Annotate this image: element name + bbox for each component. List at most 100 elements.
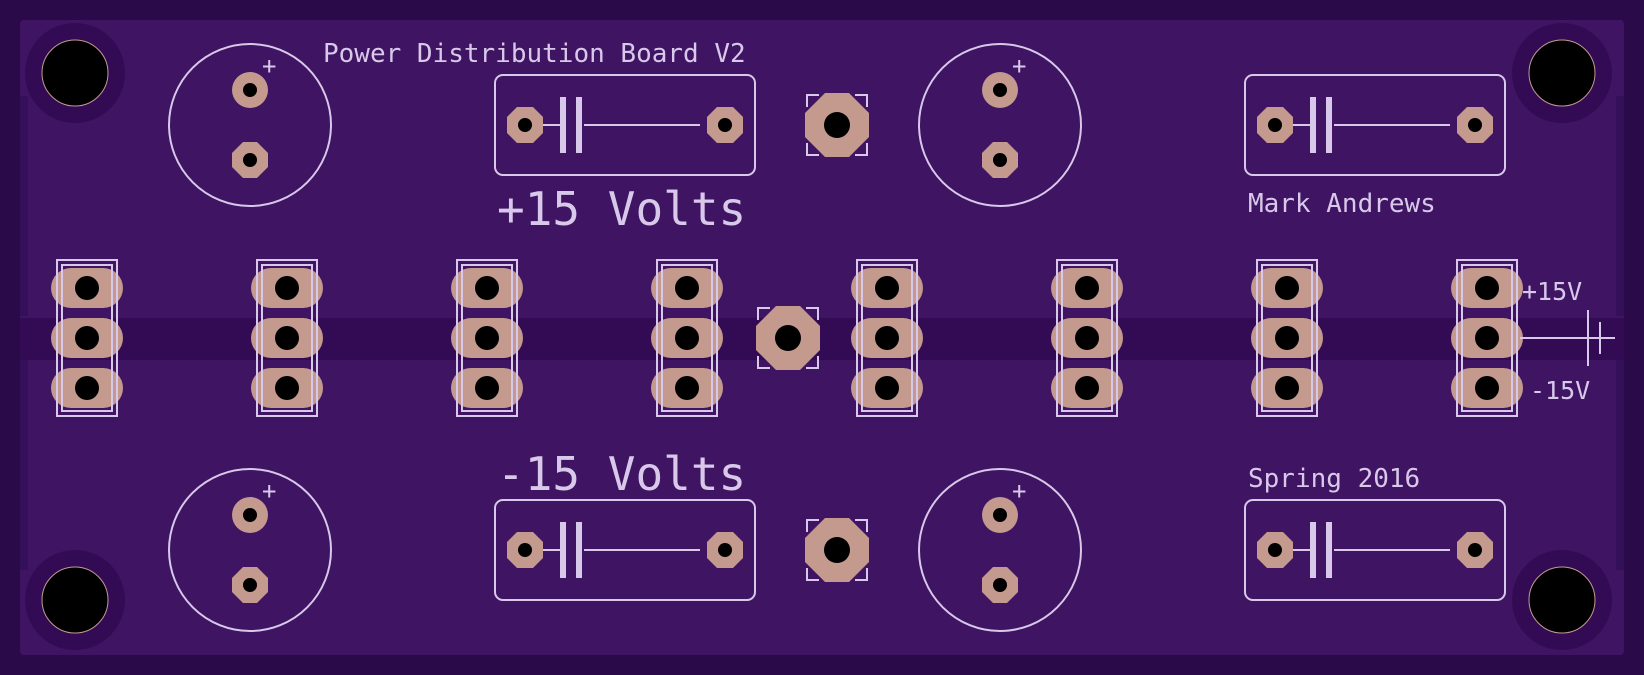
- drill-hole: [1475, 326, 1499, 350]
- plane-split-right-bottom: [1616, 360, 1624, 570]
- drill-hole: [475, 276, 499, 300]
- electrolytic-capacitor-top-left: +: [168, 43, 332, 207]
- polarity-mark: +: [1012, 477, 1026, 505]
- test-point-corner: [855, 94, 868, 107]
- drill-hole: [775, 325, 801, 351]
- drill-hole: [475, 326, 499, 350]
- drill-hole: [993, 508, 1007, 522]
- test-point-corner: [757, 307, 770, 320]
- drill-hole: [993, 578, 1007, 592]
- plane-split-left-top: [20, 96, 28, 316]
- header-3pin: [1251, 259, 1323, 417]
- header-3pin: [51, 259, 123, 417]
- header-outline: [1056, 259, 1118, 417]
- capacitor-outline: [168, 43, 332, 207]
- capacitor-plate: [576, 97, 582, 153]
- header-outline: [1456, 259, 1518, 417]
- drill-hole: [1475, 276, 1499, 300]
- header-3pin: [651, 259, 723, 417]
- minus-rail-label: -15 Volts: [497, 447, 746, 501]
- polarity-mark: +: [1012, 52, 1026, 80]
- test-point-corner: [855, 519, 868, 532]
- test-point-corner: [806, 94, 819, 107]
- film-capacitor-top-right: [1244, 74, 1506, 176]
- drill-hole: [475, 376, 499, 400]
- plane-split-right-top: [1616, 96, 1624, 316]
- drill-hole: [243, 508, 257, 522]
- drill-hole: [1468, 118, 1482, 132]
- test-point-corner: [806, 568, 819, 581]
- drill-hole: [75, 276, 99, 300]
- capacitor-plate: [1326, 522, 1332, 578]
- drill-hole: [718, 118, 732, 132]
- header-outline-inner: [61, 264, 113, 412]
- header-3pin: [1451, 259, 1523, 417]
- drill-hole: [1075, 376, 1099, 400]
- electrolytic-capacitor-bottom-left: +: [168, 468, 332, 632]
- header-outline: [56, 259, 118, 417]
- plus-rail-label: +15 Volts: [497, 182, 746, 236]
- mounting-hole: [1528, 566, 1596, 634]
- capacitor-plate: [576, 522, 582, 578]
- date-label: Spring 2016: [1248, 464, 1420, 494]
- header-outline-inner: [661, 264, 713, 412]
- test-point-corner: [806, 143, 819, 156]
- polarity-mark: +: [262, 52, 276, 80]
- test-point-corner: [806, 519, 819, 532]
- author-label: Mark Andrews: [1248, 189, 1436, 219]
- header-outline: [656, 259, 718, 417]
- drill-hole: [75, 326, 99, 350]
- test-point-top: [805, 93, 869, 157]
- capacitor-outline: [494, 74, 756, 176]
- drill-hole: [875, 326, 899, 350]
- capacitor-plate: [1310, 522, 1316, 578]
- drill-hole: [824, 537, 850, 563]
- test-point-corner: [806, 307, 819, 320]
- power-symbol: [1520, 310, 1615, 366]
- test-point-corner: [855, 143, 868, 156]
- header-outline-inner: [461, 264, 513, 412]
- connector-plus-label: +15V: [1522, 277, 1582, 306]
- drill-hole: [675, 326, 699, 350]
- header-outline-inner: [1261, 264, 1313, 412]
- drill-hole: [1075, 276, 1099, 300]
- header-3pin: [251, 259, 323, 417]
- header-3pin: [851, 259, 923, 417]
- capacitor-outline: [494, 499, 756, 601]
- drill-hole: [1275, 276, 1299, 300]
- drill-hole: [675, 276, 699, 300]
- capacitor-plate: [1310, 97, 1316, 153]
- header-outline: [856, 259, 918, 417]
- drill-hole: [1468, 543, 1482, 557]
- drill-hole: [243, 153, 257, 167]
- drill-hole: [1275, 326, 1299, 350]
- header-outline-inner: [261, 264, 313, 412]
- drill-hole: [993, 83, 1007, 97]
- drill-hole: [275, 376, 299, 400]
- capacitor-outline: [168, 468, 332, 632]
- drill-hole: [824, 112, 850, 138]
- mounting-holes: [25, 23, 1612, 650]
- drill-hole: [1475, 376, 1499, 400]
- header-outline: [256, 259, 318, 417]
- drill-hole: [518, 543, 532, 557]
- electrolytic-capacitor-top-right: +: [918, 43, 1082, 207]
- header-3pin: [1051, 259, 1123, 417]
- capacitor-plate: [1326, 97, 1332, 153]
- drill-hole: [275, 276, 299, 300]
- test-point-bottom: [805, 518, 869, 582]
- drill-hole: [243, 578, 257, 592]
- capacitor-outline: [1244, 74, 1506, 176]
- drill-hole: [993, 153, 1007, 167]
- header-outline-inner: [1061, 264, 1113, 412]
- film-capacitor-bottom-right: [1244, 499, 1506, 601]
- drill-hole: [518, 118, 532, 132]
- test-point-corner: [757, 356, 770, 369]
- mounting-hole: [1528, 39, 1596, 107]
- film-capacitor-top-center: [494, 74, 756, 176]
- drill-hole: [1275, 376, 1299, 400]
- drill-hole: [275, 326, 299, 350]
- header-outline-inner: [1461, 264, 1513, 412]
- header-outline: [456, 259, 518, 417]
